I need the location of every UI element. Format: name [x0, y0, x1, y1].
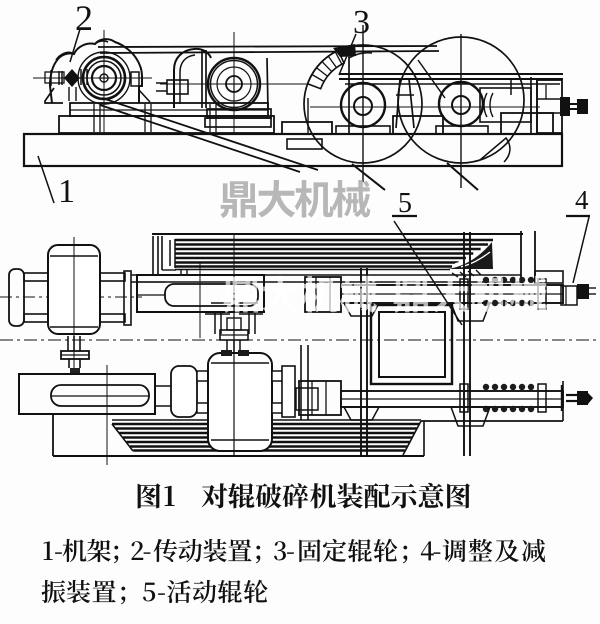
svg-text:5: 5 — [398, 188, 412, 219]
svg-text:1: 1 — [58, 173, 75, 210]
svg-text:3: 3 — [353, 4, 370, 41]
svg-text:2: 2 — [75, 0, 93, 38]
svg-text:4: 4 — [575, 185, 589, 215]
